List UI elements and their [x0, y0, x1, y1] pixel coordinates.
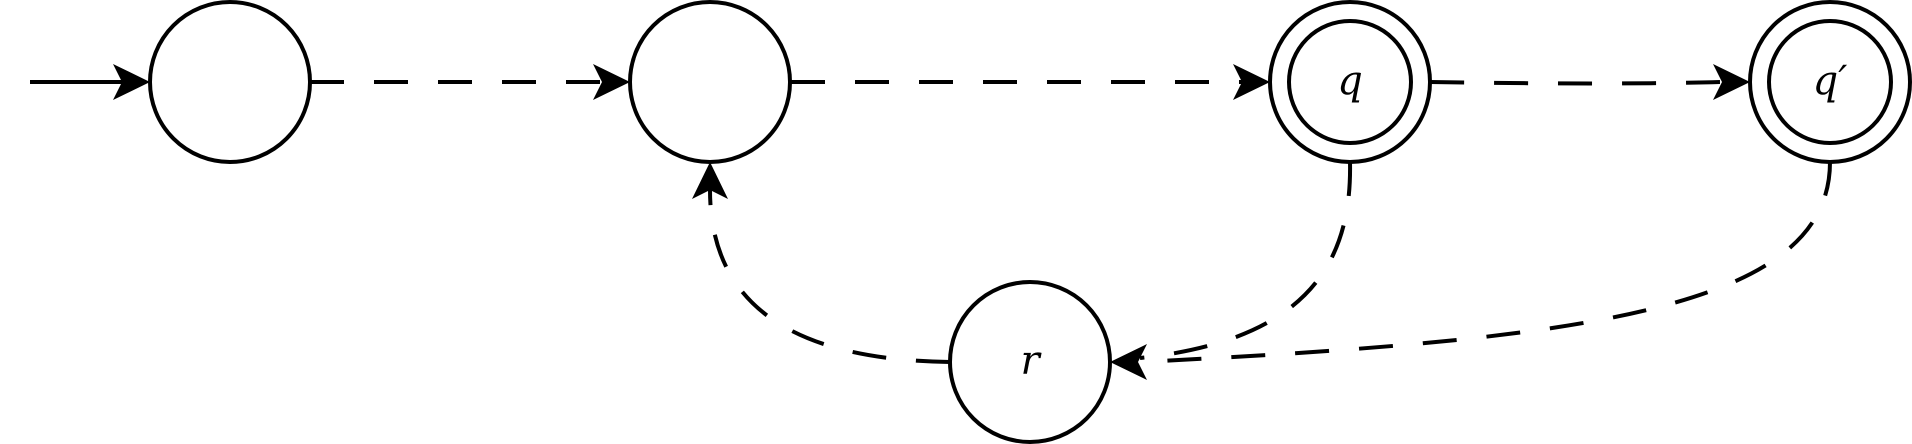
edge-into-r-arrowhead — [1110, 344, 1147, 380]
edges — [30, 64, 1832, 380]
state-q-prime-inner-circle — [1767, 19, 1893, 145]
edge-r-s1-arrowhead — [692, 162, 728, 199]
state-r-circle — [948, 280, 1112, 444]
state-q-outer-circle — [1268, 0, 1432, 164]
state-q-prime-label: q′ — [1813, 58, 1848, 104]
state-s0 — [148, 0, 312, 164]
state-q: q — [1268, 0, 1432, 164]
edge-s1-q-arrowhead — [1233, 64, 1270, 100]
edge-s0-s1-arrowhead — [593, 64, 630, 100]
edge-q-qprime-arrowhead — [1713, 64, 1750, 100]
state-q-label: q — [1337, 58, 1363, 104]
state-q-prime-outer-circle — [1748, 0, 1912, 164]
state-s1-circle — [628, 0, 792, 164]
edge-q-qprime — [1429, 80, 1723, 86]
state-s0-circle — [148, 0, 312, 164]
state-q-prime: q′ — [1748, 0, 1912, 164]
state-r: r — [948, 280, 1112, 444]
edge-qprime-r — [1139, 161, 1832, 364]
state-r-label: r — [1020, 338, 1042, 384]
state-s1 — [628, 0, 792, 164]
initial-arrowhead — [113, 64, 150, 100]
edge-r-s1 — [708, 189, 951, 364]
state-q-inner-circle — [1287, 19, 1413, 145]
edge-q-r — [1139, 161, 1353, 360]
